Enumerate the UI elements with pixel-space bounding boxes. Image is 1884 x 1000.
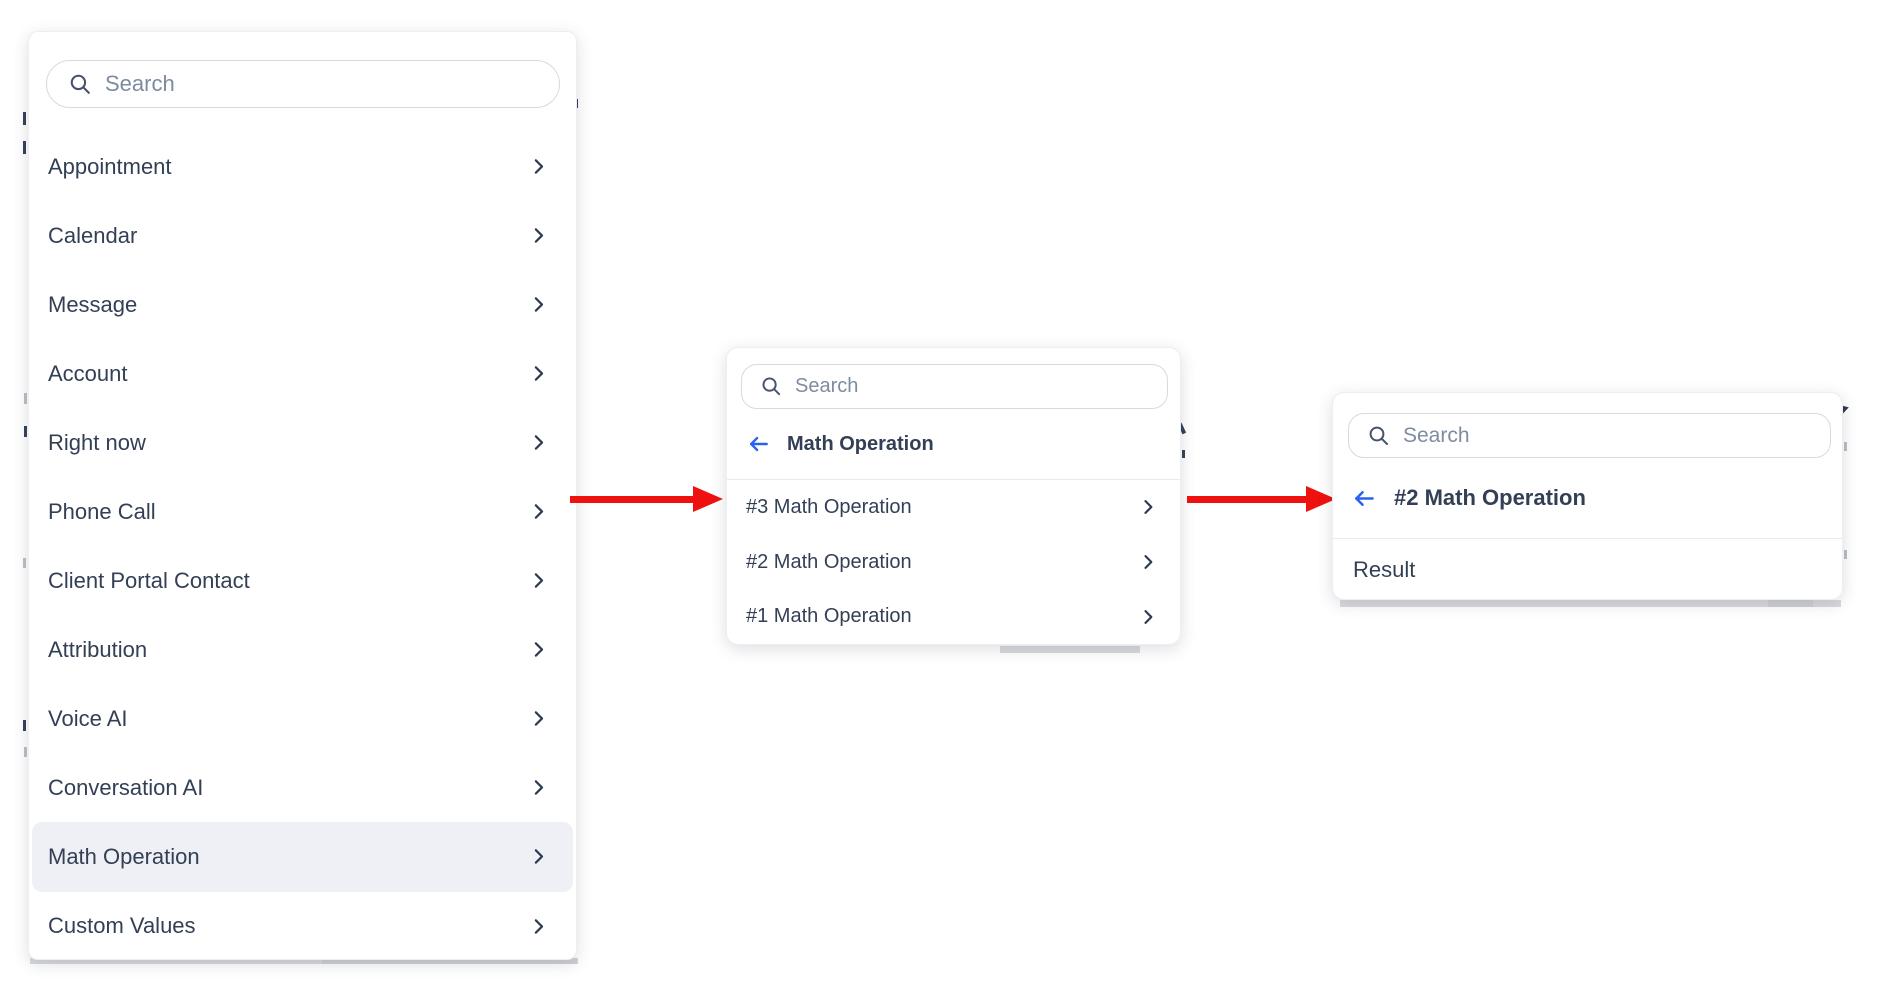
submenu-header[interactable]: #2 Math Operation	[1333, 458, 1842, 538]
search-field[interactable]	[46, 60, 560, 108]
menu-list-root: Appointment Calendar Message Account Rig…	[29, 132, 576, 959]
chevron-right-icon	[528, 363, 549, 384]
menu-item-label: Result	[1353, 557, 1416, 582]
chevron-right-icon	[1138, 607, 1158, 627]
red-arrow-2-head	[1306, 486, 1336, 512]
red-arrow-1-shaft	[570, 496, 696, 503]
menu-list-2-math-operation: Result	[1333, 539, 1842, 599]
chevron-right-icon	[528, 294, 549, 315]
search-input[interactable]	[105, 71, 545, 97]
page-fragment	[23, 112, 26, 125]
menu-item-3-math-operation[interactable]: #3 Math Operation	[727, 480, 1180, 535]
chevron-right-icon	[528, 846, 549, 867]
menu-item-2-math-operation[interactable]: #2 Math Operation	[727, 535, 1180, 590]
divider	[1333, 538, 1842, 539]
chevron-right-icon	[1138, 497, 1158, 517]
chevron-right-icon	[528, 501, 549, 522]
menu-item-label: Voice AI	[48, 705, 128, 731]
page-fragment	[24, 747, 27, 757]
menu-item-1-math-operation[interactable]: #1 Math Operation	[727, 589, 1180, 644]
menu-item-account[interactable]: Account	[29, 339, 576, 408]
menu-item-label: Attribution	[48, 636, 148, 662]
dropdown-panel-root: Appointment Calendar Message Account Rig…	[28, 31, 577, 960]
submenu-header[interactable]: Math Operation	[727, 409, 1180, 479]
divider	[727, 479, 1180, 480]
menu-item-label: Account	[48, 360, 128, 386]
chevron-right-icon	[528, 570, 549, 591]
chevron-right-icon	[528, 156, 549, 177]
red-arrow-1-head	[693, 486, 723, 512]
menu-item-label: Phone Call	[48, 498, 156, 524]
menu-item-label: #3 Math Operation	[746, 495, 912, 518]
page-fragment	[23, 558, 26, 568]
back-arrow-icon[interactable]	[1351, 487, 1377, 510]
menu-item-conversation-ai[interactable]: Conversation AI	[29, 753, 576, 822]
page-fragment	[1844, 442, 1847, 451]
menu-item-attribution[interactable]: Attribution	[29, 615, 576, 684]
chevron-right-icon	[1138, 552, 1158, 572]
search-icon	[70, 74, 90, 94]
chevron-right-icon	[528, 916, 549, 937]
menu-item-phone-call[interactable]: Phone Call	[29, 477, 576, 546]
page-fragment	[24, 426, 27, 437]
submenu-title: Math Operation	[787, 432, 934, 455]
page-fragment	[23, 141, 26, 154]
dropdown-panel-math-operation: Math Operation #3 Math Operation #2 Math…	[726, 347, 1181, 645]
menu-item-message[interactable]: Message	[29, 270, 576, 339]
menu-item-label: Custom Values	[48, 913, 196, 939]
chevron-right-icon	[528, 225, 549, 246]
dropdown-panel-2-math-operation: #2 Math Operation Result	[1332, 392, 1843, 600]
chevron-right-icon	[528, 432, 549, 453]
menu-item-math-operation[interactable]: Math Operation	[32, 822, 573, 892]
page-fragment	[1844, 550, 1847, 559]
search-icon	[1369, 426, 1388, 445]
menu-item-label: #2 Math Operation	[746, 550, 912, 573]
red-arrow-2-shaft	[1187, 496, 1309, 503]
menu-item-calendar[interactable]: Calendar	[29, 201, 576, 270]
search-icon	[762, 377, 781, 396]
page-fragment	[23, 720, 26, 731]
menu-item-client-portal-contact[interactable]: Client Portal Contact	[29, 546, 576, 615]
menu-item-label: Math Operation	[48, 843, 200, 869]
page-fragment	[1182, 450, 1185, 458]
menu-item-label: Appointment	[48, 153, 172, 179]
search-field[interactable]	[1348, 413, 1831, 458]
search-input[interactable]	[795, 375, 1155, 398]
menu-item-appointment[interactable]: Appointment	[29, 132, 576, 201]
menu-item-voice-ai[interactable]: Voice AI	[29, 684, 576, 753]
submenu-title: #2 Math Operation	[1394, 485, 1586, 510]
page-fragment	[1768, 600, 1813, 607]
page-fragment	[24, 393, 27, 404]
back-arrow-icon[interactable]	[746, 433, 771, 455]
menu-item-label: Calendar	[48, 222, 138, 248]
page-fragment	[1340, 600, 1841, 607]
menu-item-result[interactable]: Result	[1333, 539, 1842, 601]
chevron-right-icon	[528, 708, 549, 729]
page-fragment	[1000, 646, 1140, 653]
menu-item-right-now[interactable]: Right now	[29, 408, 576, 477]
menu-item-label: Client Portal Contact	[48, 567, 250, 593]
search-input[interactable]	[1403, 423, 1818, 448]
menu-item-custom-values[interactable]: Custom Values	[29, 892, 576, 961]
menu-list-math-operation: #3 Math Operation #2 Math Operation #1 M…	[727, 480, 1180, 644]
menu-item-label: Message	[48, 291, 138, 317]
menu-item-label: #1 Math Operation	[746, 605, 912, 628]
menu-item-label: Right now	[48, 429, 146, 455]
chevron-right-icon	[528, 777, 549, 798]
search-field[interactable]	[741, 364, 1168, 409]
page-fragment	[322, 958, 577, 964]
chevron-right-icon	[528, 639, 549, 660]
page-fragment	[30, 958, 578, 964]
menu-item-label: Conversation AI	[48, 774, 204, 800]
